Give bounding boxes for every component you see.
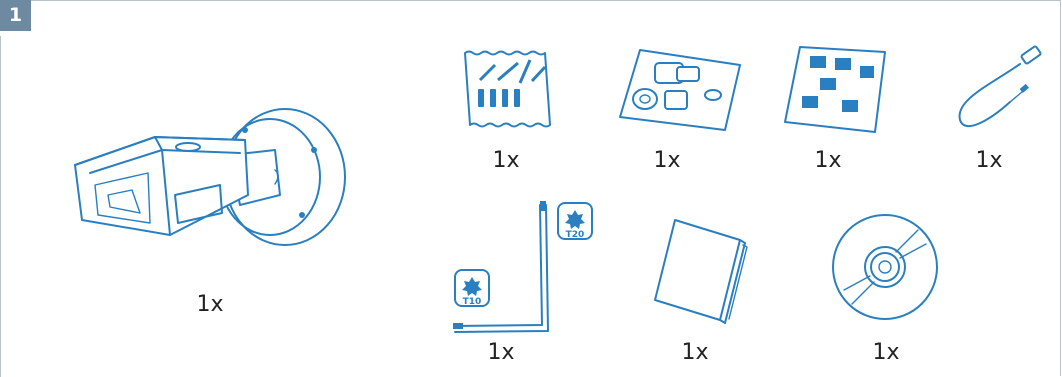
cd-qty: 1x [856, 340, 916, 365]
gland-bag-qty: 1x [637, 148, 697, 173]
torx-tip-t20-label: T20 [566, 230, 585, 240]
camera-qty: 1x [180, 292, 240, 317]
step-number-badge: 1 [0, 0, 31, 31]
screws-bag-qty: 1x [476, 148, 536, 173]
left-rule [0, 36, 1, 377]
manual-qty: 1x [665, 340, 725, 365]
torx-key-qty: 1x [471, 340, 531, 365]
screws-bag-icon [450, 45, 560, 135]
torx-tip-t10-label: T10 [463, 297, 482, 307]
bullet-camera-icon [70, 95, 370, 255]
connectors-bag-qty: 1x [798, 148, 858, 173]
torx-key-icon: T20 T10 [450, 195, 610, 340]
cable-gland-bag-icon [615, 45, 745, 135]
cable-qty: 1x [959, 148, 1019, 173]
manual-booklet-icon [645, 215, 755, 325]
network-cable-icon [950, 40, 1050, 135]
cd-disc-icon [830, 212, 940, 322]
terminal-connectors-bag-icon [780, 42, 890, 137]
